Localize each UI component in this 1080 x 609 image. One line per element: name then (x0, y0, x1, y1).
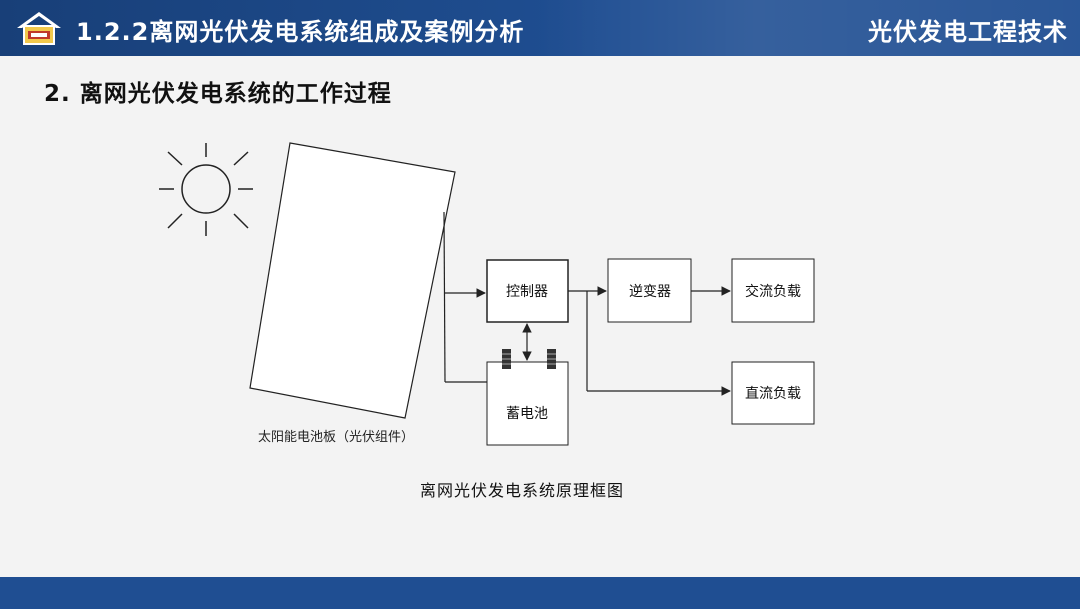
battery-box (486, 361, 569, 446)
house-roof-logo-icon (17, 12, 61, 45)
section-title: 2. 离网光伏发电系统的工作过程 (44, 81, 392, 107)
header-band-light (540, 0, 1080, 56)
header-section-code: 1.2.2离网光伏发电系统组成及案例分析 (76, 18, 525, 46)
battery-label: 蓄电池 (506, 406, 548, 422)
inverter-label: 逆变器 (629, 284, 671, 300)
solar-panel-label: 太阳能电池板（光伏组件） (258, 430, 414, 445)
ac-load-label: 交流负载 (745, 283, 801, 300)
footer-bar (0, 577, 1080, 609)
diagram-caption: 离网光伏发电系统原理框图 (420, 481, 624, 500)
controller-box (486, 259, 569, 323)
ac-load-box (731, 258, 815, 323)
dc-load-box (731, 361, 815, 425)
sun-icon (159, 143, 253, 236)
dc-load-label: 直流负载 (745, 385, 801, 402)
solar-panel-shape (249, 142, 456, 419)
controller-label: 控制器 (506, 284, 548, 300)
course-title: 光伏发电工程技术 (868, 18, 1068, 46)
header-band-dark (0, 0, 600, 56)
header-bar: 1.2.2离网光伏发电系统组成及案例分析 光伏发电工程技术 (0, 0, 1080, 56)
